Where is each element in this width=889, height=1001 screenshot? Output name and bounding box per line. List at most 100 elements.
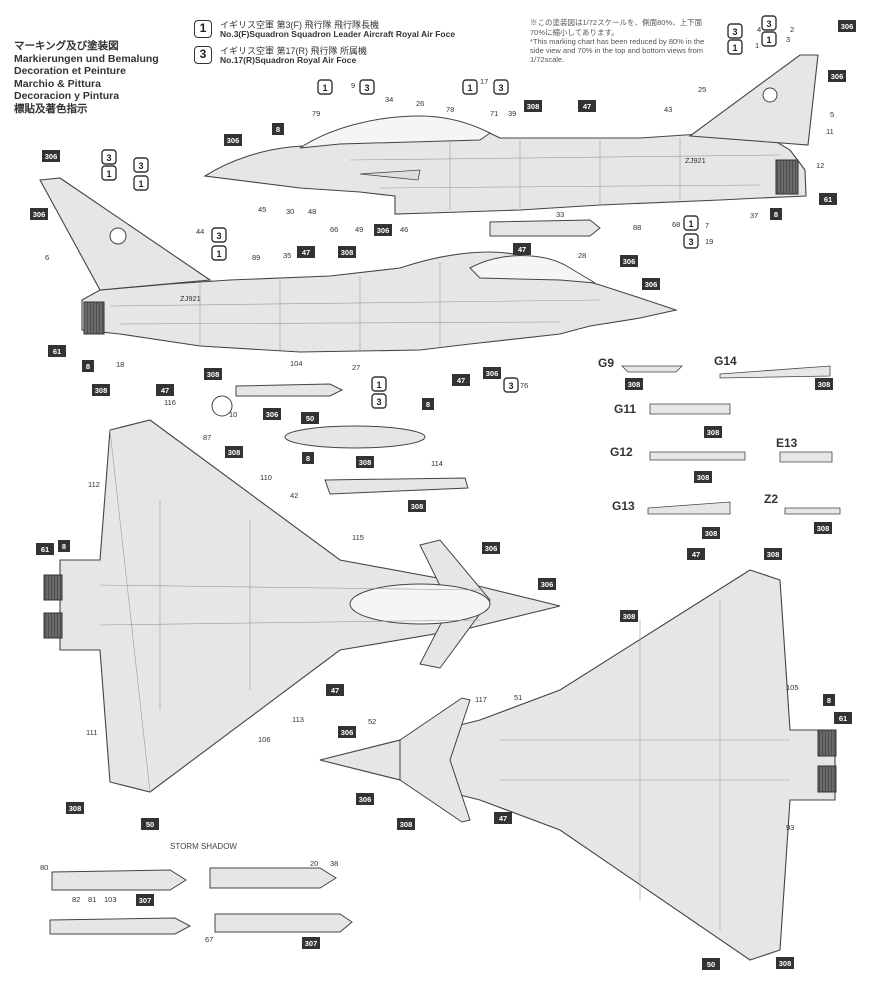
svg-text:308: 308 (705, 529, 718, 538)
paint-code-box: 306 (338, 726, 356, 738)
svg-text:61: 61 (824, 195, 832, 204)
bottom-view-nozzle-2 (817, 765, 837, 793)
top-view (43, 419, 561, 793)
title-line: Decoracion y Pintura (14, 90, 120, 102)
decal-number: 116 (164, 398, 176, 407)
paint-code-box: 61 (48, 345, 66, 357)
paint-code-box: 8 (823, 694, 835, 706)
decal-number: 39 (508, 109, 516, 118)
decal-number: 46 (400, 225, 408, 234)
paint-code-box: 308 (625, 378, 643, 390)
decal-number: 45 (258, 205, 266, 214)
decal-number: 33 (556, 210, 564, 219)
decal-number: 12 (816, 161, 824, 170)
paint-code-box: 47 (326, 684, 344, 696)
paint-code-box: 308 (776, 957, 794, 969)
paint-code-box: 308 (702, 527, 720, 539)
svg-text:1: 1 (376, 380, 381, 390)
paint-code-box: 308 (524, 100, 542, 112)
decal-number: 35 (283, 251, 291, 260)
marking-badge: 1 (211, 245, 227, 261)
decal-number: 105 (786, 683, 799, 692)
detail-panel-label: Z2 (764, 492, 779, 506)
svg-text:308: 308 (95, 386, 108, 395)
paint-code-box: 47 (156, 384, 174, 396)
decal-number: 6 (45, 253, 49, 262)
svg-text:47: 47 (302, 248, 310, 257)
decal-number: 4 (757, 25, 761, 34)
paint-code-box: 47 (687, 548, 705, 560)
svg-text:306: 306 (266, 410, 279, 419)
marking-badge: 1 (133, 175, 149, 191)
detail-panel-label: G13 (612, 499, 635, 513)
svg-text:3: 3 (216, 231, 221, 241)
svg-text:3: 3 (106, 153, 111, 163)
decal-number: 113 (292, 715, 304, 724)
storm-shadow-group (49, 867, 353, 935)
svg-text:3: 3 (364, 83, 369, 93)
decal-number: 51 (514, 693, 522, 702)
decal-number: 34 (385, 95, 393, 104)
marking-badge: 3 (211, 227, 227, 243)
svg-text:8: 8 (276, 125, 280, 134)
detail-panel-label: G12 (610, 445, 633, 459)
paint-code-box: 308 (66, 802, 84, 814)
side-upper-canard (359, 169, 421, 181)
legend-badge: 3 (194, 46, 212, 64)
decal-number: 52 (368, 717, 376, 726)
stores-center (211, 219, 601, 495)
marking-badge: 1 (317, 79, 333, 95)
svg-text:308: 308 (818, 380, 831, 389)
paint-code-box: 306 (30, 208, 48, 220)
svg-text:306: 306 (45, 152, 58, 161)
svg-text:306: 306 (541, 580, 554, 589)
svg-text:3: 3 (138, 161, 143, 171)
paint-code-box: 306 (482, 542, 500, 554)
svg-text:8: 8 (827, 696, 831, 705)
paint-code-box: 308 (225, 446, 243, 458)
svg-text:308: 308 (779, 959, 792, 968)
title-line: Marchio & Pittura (14, 77, 101, 90)
paint-code-box: 50 (141, 818, 159, 830)
decal-number: 25 (698, 85, 706, 94)
svg-text:1: 1 (216, 249, 221, 259)
paint-code-box: 307 (302, 937, 320, 949)
decal-number: 110 (260, 473, 272, 482)
svg-text:306: 306 (485, 544, 498, 553)
decal-number: 111 (86, 728, 97, 737)
decal-number: 88 (633, 223, 641, 232)
svg-text:3: 3 (376, 397, 381, 407)
legend-en: No.3(F)Squadron Squadron Leader Aircraft… (220, 29, 456, 39)
decal-number: 5 (830, 110, 834, 119)
side-lower-nozzle (83, 301, 105, 335)
svg-text:1: 1 (467, 83, 472, 93)
svg-text:3: 3 (732, 27, 737, 37)
svg-text:8: 8 (306, 454, 310, 463)
side-upper-serial: ZJ921 (685, 156, 706, 165)
decal-number: 68 (672, 220, 680, 229)
svg-text:308: 308 (207, 370, 220, 379)
bottom-view-nozzle-1 (817, 729, 837, 757)
marking-badge: 1 (727, 39, 743, 55)
legend-jp: イギリス空軍 第17(R) 飛行隊 所属機 (220, 46, 368, 56)
paint-code-box: 308 (356, 456, 374, 468)
paint-code-box: 308 (815, 378, 833, 390)
paint-code-box: 47 (494, 812, 512, 824)
svg-text:308: 308 (341, 248, 354, 257)
paint-code-box: 306 (538, 578, 556, 590)
decal-number: 44 (196, 227, 204, 236)
legend-row: 1 イギリス空軍 第3(F) 飛行隊 飛行隊長機 No.3(F)Squadron… (194, 18, 524, 40)
legend-en: No.17(R)Squadron Royal Air Foce (220, 55, 357, 65)
svg-text:8: 8 (86, 362, 90, 371)
decal-number: 81 (88, 895, 96, 904)
paint-code-box: 308 (338, 246, 356, 258)
svg-text:47: 47 (692, 550, 700, 559)
paint-code-box: 306 (483, 367, 501, 379)
title-line: マーキング及び塗装図 (14, 40, 119, 52)
decal-number: 104 (290, 359, 303, 368)
svg-text:307: 307 (305, 939, 318, 948)
decal-number: 43 (664, 105, 672, 114)
side-lower-canopy (469, 255, 596, 284)
svg-text:1: 1 (688, 219, 693, 229)
